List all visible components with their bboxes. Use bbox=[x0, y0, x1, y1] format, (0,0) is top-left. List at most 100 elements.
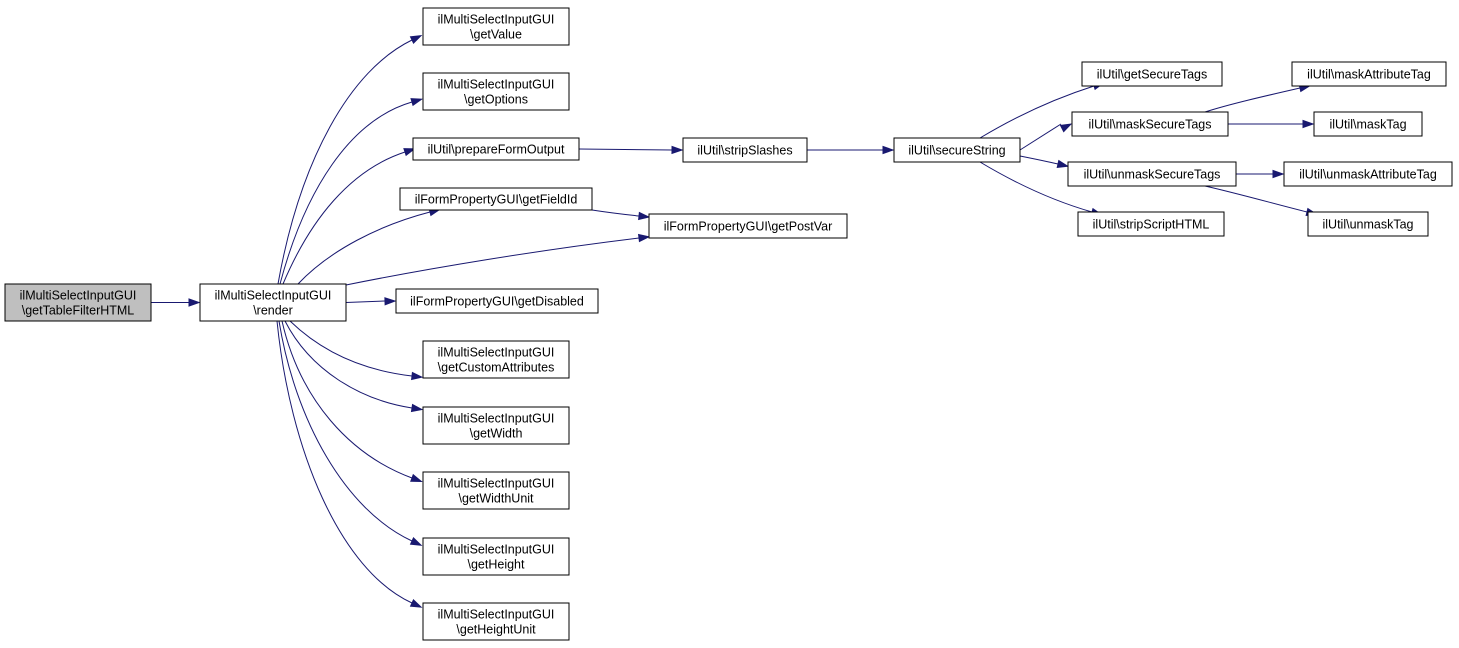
node-box bbox=[422, 471, 570, 510]
node-unmaskAttributeTag[interactable]: ilUtil\unmaskAttributeTag bbox=[1283, 161, 1453, 187]
node-label: ilUtil\prepareFormOutput bbox=[428, 143, 565, 157]
node-label: ilMultiSelectInputGUI bbox=[438, 346, 555, 360]
node-maskSecureTags[interactable]: ilUtil\maskSecureTags bbox=[1071, 111, 1229, 137]
node-label: ilMultiSelectInputGUI bbox=[438, 78, 555, 92]
node-box bbox=[422, 537, 570, 576]
node-getDisabled[interactable]: ilFormPropertyGUI\getDisabled bbox=[395, 288, 599, 314]
node-label: \getWidth bbox=[470, 427, 523, 441]
node-label: \getHeightUnit bbox=[456, 623, 536, 637]
edge-render-to-getPostVar bbox=[345, 233, 651, 286]
node-unmaskSecureTags[interactable]: ilUtil\unmaskSecureTags bbox=[1067, 161, 1237, 187]
node-label: ilMultiSelectInputGUI bbox=[438, 13, 555, 27]
node-box bbox=[1067, 161, 1237, 187]
node-stripScriptHTML[interactable]: ilUtil\stripScriptHTML bbox=[1077, 211, 1225, 237]
node-getFieldId[interactable]: ilFormPropertyGUI\getFieldId bbox=[399, 187, 593, 211]
node-label: ilFormPropertyGUI\getDisabled bbox=[410, 295, 584, 309]
node-box bbox=[412, 137, 580, 161]
node-getOptions[interactable]: ilMultiSelectInputGUI\getOptions bbox=[422, 72, 570, 111]
node-box bbox=[422, 7, 570, 46]
node-getValue[interactable]: ilMultiSelectInputGUI\getValue bbox=[422, 7, 570, 46]
node-label: \getValue bbox=[470, 28, 522, 42]
node-maskAttributeTag[interactable]: ilUtil\maskAttributeTag bbox=[1291, 61, 1447, 87]
node-box bbox=[422, 340, 570, 379]
node-label: ilFormPropertyGUI\getPostVar bbox=[664, 220, 833, 234]
edge-stripSlashes-to-secureString bbox=[807, 145, 895, 155]
edge-unmaskSecureTags-to-unmaskAttributeTag bbox=[1236, 169, 1285, 179]
node-label: ilUtil\unmaskSecureTags bbox=[1084, 168, 1221, 182]
edge-render-to-getHeight bbox=[278, 320, 423, 546]
edge-render-to-getCustomAttributes bbox=[289, 320, 424, 381]
node-box bbox=[1291, 61, 1447, 87]
node-box bbox=[682, 137, 808, 163]
node-label: ilUtil\secureString bbox=[908, 144, 1005, 158]
edge-prepareFormOutput-to-stripSlashes bbox=[578, 145, 684, 155]
edge-secureString-to-maskSecureTags bbox=[1019, 123, 1073, 151]
node-label: ilMultiSelectInputGUI bbox=[215, 289, 332, 303]
node-box bbox=[1077, 211, 1225, 237]
node-getHeightUnit[interactable]: ilMultiSelectInputGUI\getHeightUnit bbox=[422, 602, 570, 641]
node-box bbox=[1283, 161, 1453, 187]
node-box bbox=[4, 283, 152, 322]
node-label: ilMultiSelectInputGUI bbox=[20, 289, 137, 303]
node-getWidthUnit[interactable]: ilMultiSelectInputGUI\getWidthUnit bbox=[422, 471, 570, 510]
node-label: \getTableFilterHTML bbox=[22, 304, 135, 318]
edge-maskSecureTags-to-maskTag bbox=[1228, 119, 1315, 129]
node-label: \getHeight bbox=[468, 558, 526, 572]
edge-render-to-getValue bbox=[277, 34, 423, 285]
node-label: ilUtil\unmaskTag bbox=[1322, 218, 1413, 232]
node-box bbox=[395, 288, 599, 314]
node-getHeight[interactable]: ilMultiSelectInputGUI\getHeight bbox=[422, 537, 570, 576]
node-label: ilUtil\stripScriptHTML bbox=[1093, 218, 1210, 232]
node-label: \getCustomAttributes bbox=[438, 361, 555, 375]
node-getSecureTags[interactable]: ilUtil\getSecureTags bbox=[1081, 61, 1223, 87]
edge-maskSecureTags-to-maskAttributeTag bbox=[1204, 84, 1312, 113]
node-getPostVar[interactable]: ilFormPropertyGUI\getPostVar bbox=[648, 213, 848, 239]
node-label: ilUtil\maskSecureTags bbox=[1089, 118, 1212, 132]
node-label: \getWidthUnit bbox=[458, 492, 534, 506]
edge-root-to-render bbox=[151, 298, 201, 307]
edge-render-to-getHeightUnit bbox=[276, 320, 423, 608]
node-box bbox=[648, 213, 848, 239]
edge-secureString-to-unmaskSecureTags bbox=[1019, 155, 1070, 168]
node-label: \render bbox=[253, 304, 293, 318]
node-label: ilMultiSelectInputGUI bbox=[438, 412, 555, 426]
node-label: ilUtil\maskTag bbox=[1329, 118, 1406, 132]
node-box bbox=[893, 137, 1021, 163]
node-box bbox=[422, 72, 570, 111]
node-prepareFormOutput[interactable]: ilUtil\prepareFormOutput bbox=[412, 137, 580, 161]
edge-getFieldId-to-getPostVar bbox=[591, 209, 651, 221]
edge-render-to-prepareFormOutput bbox=[282, 148, 416, 285]
node-label: ilMultiSelectInputGUI bbox=[438, 543, 555, 557]
node-getWidth[interactable]: ilMultiSelectInputGUI\getWidth bbox=[422, 406, 570, 445]
node-label: ilMultiSelectInputGUI bbox=[438, 477, 555, 491]
nodes-layer: ilMultiSelectInputGUI\getTableFilterHTML… bbox=[4, 7, 1453, 641]
edge-unmaskSecureTags-to-unmaskTag bbox=[1204, 185, 1319, 216]
node-root: ilMultiSelectInputGUI\getTableFilterHTML bbox=[4, 283, 152, 322]
node-box bbox=[199, 283, 347, 322]
node-box bbox=[422, 406, 570, 445]
node-render[interactable]: ilMultiSelectInputGUI\render bbox=[199, 283, 347, 322]
edge-render-to-getDisabled bbox=[345, 297, 397, 306]
node-box bbox=[1307, 211, 1429, 237]
node-getCustomAttributes[interactable]: ilMultiSelectInputGUI\getCustomAttribute… bbox=[422, 340, 570, 379]
node-box bbox=[399, 187, 593, 211]
node-label: ilFormPropertyGUI\getFieldId bbox=[415, 193, 578, 207]
edge-render-to-getOptions bbox=[279, 98, 424, 285]
node-box bbox=[1071, 111, 1229, 137]
node-maskTag[interactable]: ilUtil\maskTag bbox=[1313, 111, 1423, 137]
node-unmaskTag[interactable]: ilUtil\unmaskTag bbox=[1307, 211, 1429, 237]
node-label: ilMultiSelectInputGUI bbox=[438, 608, 555, 622]
node-label: ilUtil\getSecureTags bbox=[1097, 68, 1207, 82]
node-label: ilUtil\maskAttributeTag bbox=[1307, 68, 1431, 82]
node-box bbox=[422, 602, 570, 641]
node-label: ilUtil\unmaskAttributeTag bbox=[1299, 168, 1437, 182]
node-box bbox=[1313, 111, 1423, 137]
node-secureString[interactable]: ilUtil\secureString bbox=[893, 137, 1021, 163]
edge-render-to-getWidth bbox=[284, 320, 424, 413]
node-label: ilUtil\stripSlashes bbox=[697, 144, 792, 158]
node-label: \getOptions bbox=[464, 93, 528, 107]
node-box bbox=[1081, 61, 1223, 87]
edge-render-to-getWidthUnit bbox=[281, 320, 423, 483]
node-stripSlashes[interactable]: ilUtil\stripSlashes bbox=[682, 137, 808, 163]
